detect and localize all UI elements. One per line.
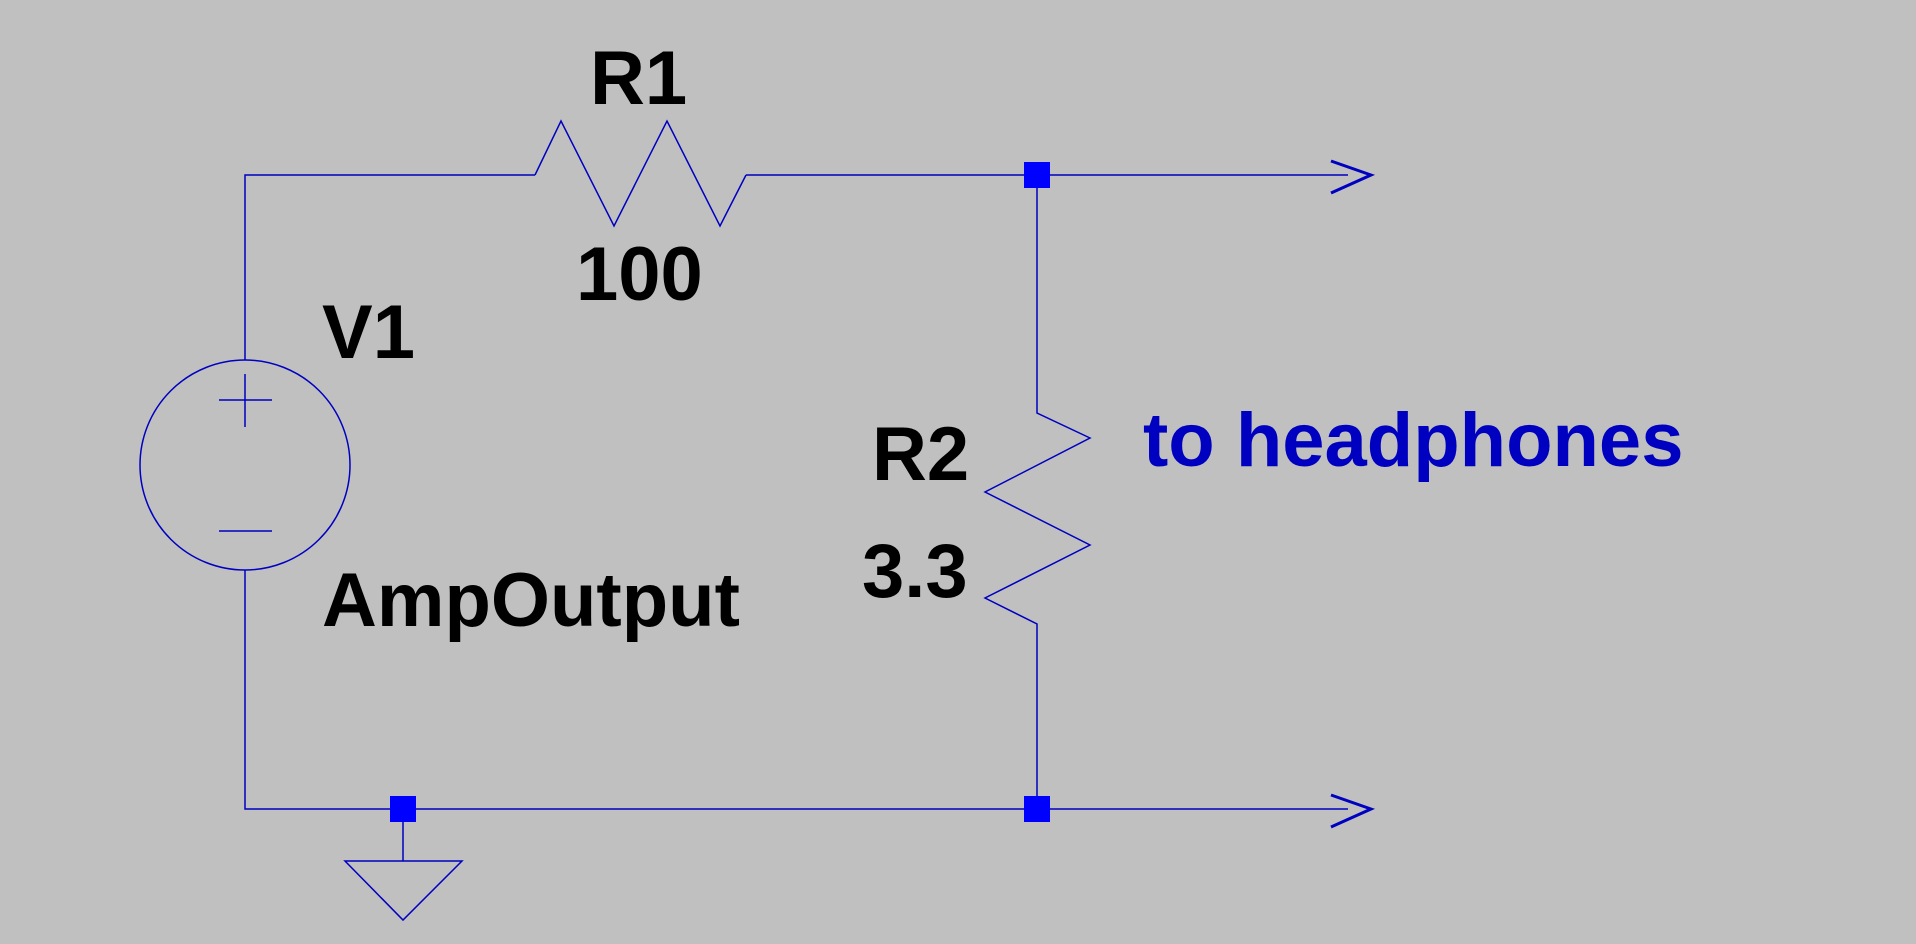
wire-v1-minus-to-bottom bbox=[244, 570, 1348, 810]
r1-value-label: 100 bbox=[576, 232, 703, 317]
output-arrow-top bbox=[1330, 159, 1376, 195]
junction-top bbox=[1024, 162, 1050, 188]
v1-value-label: AmpOutput bbox=[322, 558, 740, 643]
v1-plus-sign bbox=[219, 374, 272, 427]
v1-ref-label: V1 bbox=[322, 290, 415, 375]
r1-resistor-symbol bbox=[534, 119, 747, 228]
v1-source-symbol bbox=[139, 359, 351, 571]
r2-value-label: 3.3 bbox=[862, 529, 968, 614]
junction-bottom-right bbox=[1024, 796, 1050, 822]
output-arrow-bottom bbox=[1330, 793, 1376, 829]
ground-icon bbox=[343, 860, 464, 922]
r2-ref-label: R2 bbox=[872, 412, 969, 497]
net-label-to-headphones: to headphones bbox=[1143, 398, 1683, 483]
r1-ref-label: R1 bbox=[590, 36, 687, 121]
junction-ground bbox=[390, 796, 416, 822]
r2-resistor-symbol bbox=[983, 175, 1092, 809]
wire-v1-plus-to-r1 bbox=[244, 174, 535, 360]
